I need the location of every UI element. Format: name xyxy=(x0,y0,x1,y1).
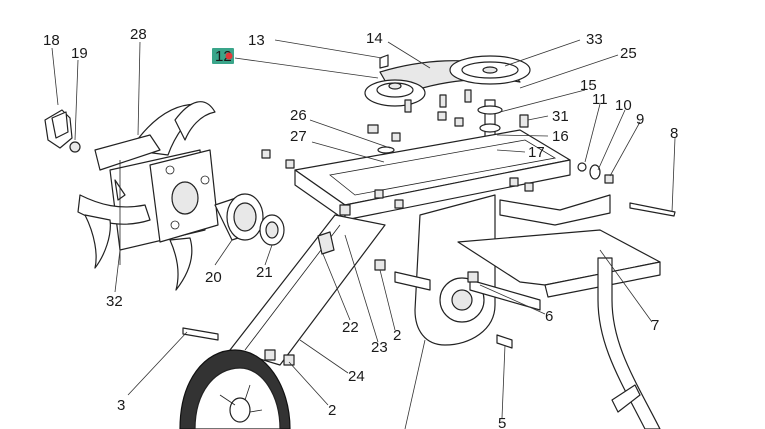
callout-33: 33 xyxy=(586,31,603,48)
callout-5: 5 xyxy=(498,415,506,429)
transport-wheel xyxy=(179,349,291,429)
callout-3: 3 xyxy=(117,397,125,414)
hub-and-seal xyxy=(214,193,285,246)
callout-10: 10 xyxy=(615,97,632,114)
callout-28: 28 xyxy=(130,26,147,43)
callout-32: 32 xyxy=(106,293,123,310)
highlighted-callout-12[interactable]: 12 xyxy=(212,48,234,65)
callout-8: 8 xyxy=(670,125,678,142)
callout-20: 20 xyxy=(205,269,222,286)
callout-16: 16 xyxy=(552,128,569,145)
callout-14: 14 xyxy=(366,30,383,47)
highlight-dot-icon xyxy=(225,52,233,60)
callout-31: 31 xyxy=(552,108,569,125)
wheel-bracket xyxy=(182,204,386,366)
callout-labels: 18 19 28 13 14 33 25 15 11 10 9 8 26 31 … xyxy=(43,26,678,429)
callout-22: 22 xyxy=(342,319,359,336)
callout-27: 27 xyxy=(290,128,307,145)
leader-lines xyxy=(51,39,676,429)
callout-26: 26 xyxy=(290,107,307,124)
hardware xyxy=(261,111,676,217)
callout-12: 12 xyxy=(215,48,232,65)
callout-17: 17 xyxy=(528,144,545,161)
callout-23: 23 xyxy=(371,339,388,356)
callout-15: 15 xyxy=(580,77,597,94)
callout-18: 18 xyxy=(43,32,60,49)
main-frame xyxy=(294,129,571,221)
callout-2-upper: 2 xyxy=(393,327,401,344)
callout-9: 9 xyxy=(636,111,644,128)
callout-7: 7 xyxy=(651,317,659,334)
callout-24: 24 xyxy=(348,368,365,385)
callout-21: 21 xyxy=(256,264,273,281)
callout-19: 19 xyxy=(71,45,88,62)
highlight-marker xyxy=(212,48,234,64)
rear-shield xyxy=(457,194,661,429)
gearbox-housing xyxy=(374,194,541,349)
callout-6: 6 xyxy=(545,308,553,325)
callout-25: 25 xyxy=(620,45,637,62)
callout-2-lower: 2 xyxy=(328,402,336,419)
belt-and-pulleys xyxy=(364,54,531,166)
tine-assembly xyxy=(44,101,219,291)
callout-13: 13 xyxy=(248,32,265,49)
callout-11: 11 xyxy=(592,91,608,108)
